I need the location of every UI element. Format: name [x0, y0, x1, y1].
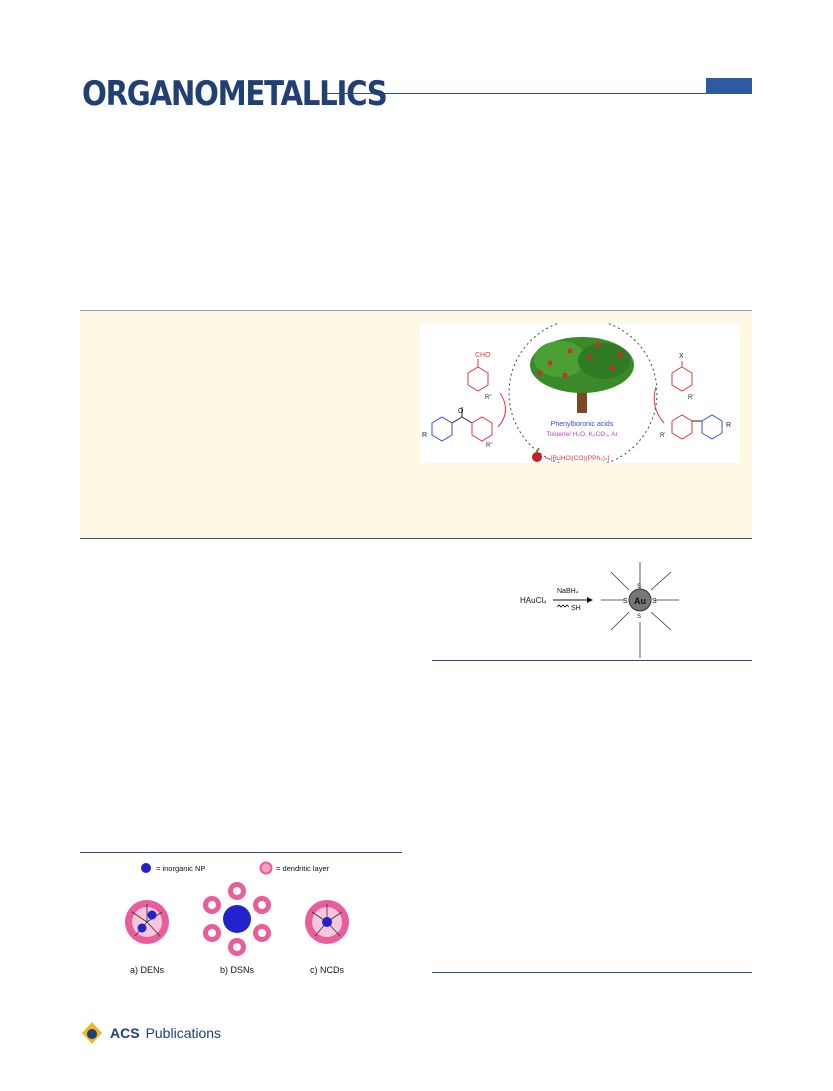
s-bottom: S — [637, 614, 641, 620]
nabh4-label: NaBH₄ — [557, 588, 579, 595]
benzaldehyde-structure — [467, 359, 489, 392]
x-label: X — [679, 353, 684, 360]
ncd-structure — [305, 900, 349, 944]
right-product-sub: R' — [660, 433, 665, 439]
label-ncds: c) NCDs — [310, 965, 344, 975]
svg-text:O: O — [458, 408, 464, 415]
au-label: Au — [634, 596, 646, 606]
legend-layer: = dendritic layer — [276, 864, 330, 873]
publisher-brand: ACS — [110, 1025, 140, 1041]
left-r-label: R — [422, 432, 427, 439]
dendrimer-figure: = inorganic NP = dendritic layer — [80, 852, 402, 982]
header-rule — [326, 93, 706, 94]
np-legend-icon — [141, 863, 151, 873]
haucl4-label: HAuCl₄ — [520, 596, 546, 605]
toc-graphic: Phenylboronic acids Toluene/ H₂O, K₂CO₃,… — [420, 318, 740, 468]
label-dsns: b) DSNs — [220, 965, 255, 975]
catalyst-label: = [RuHCl(CO)(PPh₃)₃] — [545, 455, 610, 462]
au-scheme: HAuCl₄ NaBH₄ SH Au S S S S — [515, 560, 695, 660]
publisher-name: Publications — [145, 1025, 222, 1041]
left-product-sub: R" — [486, 443, 492, 449]
apple-icon — [532, 452, 542, 462]
aryl-halide-structure — [671, 361, 693, 392]
layer-legend-icon — [259, 861, 273, 875]
ketone-structure — [431, 407, 493, 442]
left-arrow — [497, 392, 506, 428]
acs-emblem-icon — [82, 1022, 102, 1044]
conditions-label: Toluene/ H₂O, K₂CO₃, Ar — [546, 431, 618, 438]
header-tab — [706, 78, 752, 94]
tree-icon — [530, 337, 634, 413]
au-particle — [628, 588, 652, 612]
right-r-label: R — [726, 422, 731, 429]
toc-graphic-svg: Phenylboronic acids Toluene/ H₂O, K₂CO₃,… — [422, 318, 731, 468]
biphenyl-structure — [671, 414, 723, 440]
cho-label: CHO — [475, 352, 491, 359]
left-sub-label: R" — [485, 395, 491, 401]
s-top: S — [637, 584, 641, 590]
dendrimer-svg: = inorganic NP = dendritic layer — [125, 861, 349, 975]
figure-rule — [80, 852, 402, 853]
sh-label: SH — [571, 605, 581, 612]
den-structure — [125, 900, 169, 944]
s-left: S — [623, 598, 628, 605]
reagent-label: Phenylboronic acids — [551, 421, 614, 428]
right-arrow — [653, 386, 665, 424]
publisher-logo: ACS Publications — [80, 1018, 221, 1048]
section-rule-1 — [80, 538, 752, 539]
bottom-rule — [432, 972, 752, 973]
legend-np: = inorganic NP — [156, 864, 205, 873]
right-sub-label: R' — [688, 395, 693, 401]
au-scheme-svg: HAuCl₄ NaBH₄ SH Au S S S S — [520, 562, 679, 658]
dsn-structure — [203, 882, 271, 956]
scheme-rule — [432, 660, 752, 661]
s-right: S — [652, 598, 657, 605]
label-dens: a) DENs — [130, 965, 165, 975]
journal-title: ORGANOMETALLICS — [82, 74, 388, 114]
